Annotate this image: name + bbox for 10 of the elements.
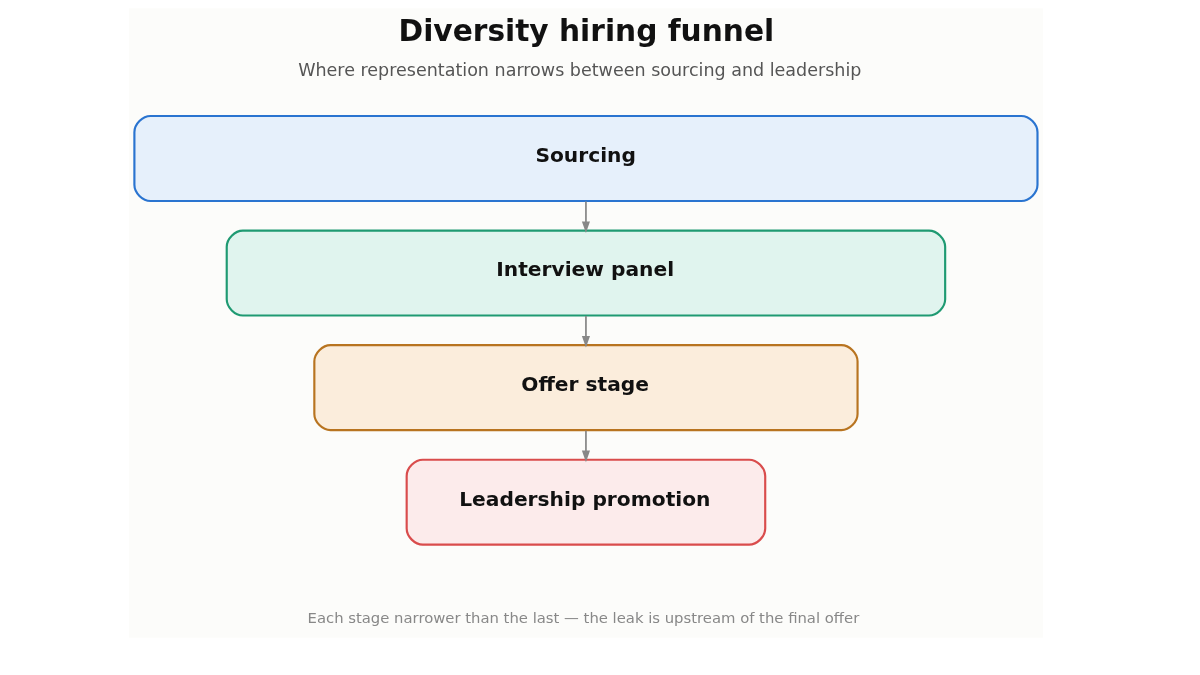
caption: Each stage narrower than the last — the leak is upstream of the final offer	[307, 608, 859, 626]
arrow	[581, 200, 590, 234]
node-box: Sourcing	[132, 114, 1039, 203]
diagram-title: Diversity hiring funnel	[398, 13, 774, 49]
label: Where representation narrows between sourcing and leadership	[297, 60, 861, 81]
node-box: Offer stage	[312, 344, 859, 432]
node-box: Leadership promotion	[405, 458, 766, 546]
arrow	[581, 429, 590, 463]
node-box: Interview panel	[225, 229, 946, 317]
arrow	[581, 315, 590, 348]
